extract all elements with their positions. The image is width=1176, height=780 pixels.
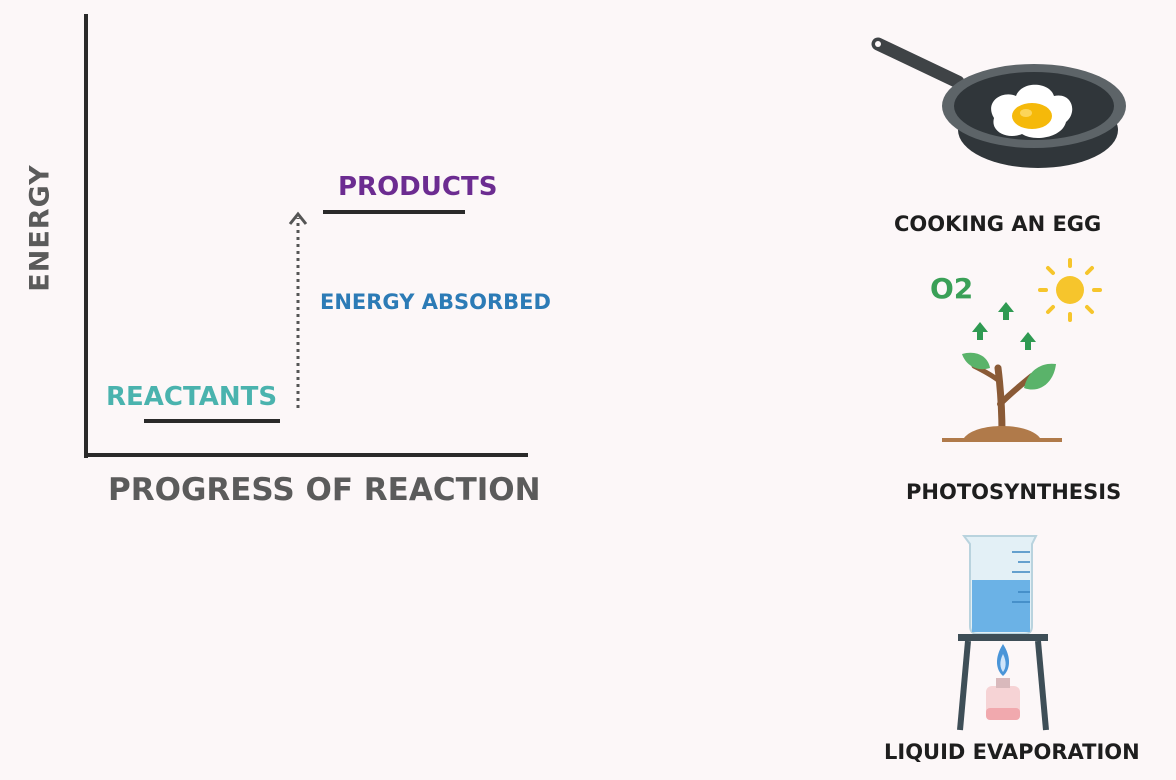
example-label-cooking-egg: COOKING AN EGG: [894, 212, 1102, 236]
reactants-level-line: [144, 419, 280, 423]
y-axis-label: ENERGY: [24, 164, 56, 292]
y-axis: [84, 14, 88, 458]
sun-icon: [1038, 258, 1102, 322]
x-axis-label: PROGRESS OF REACTION: [108, 472, 541, 508]
beaker-burner-icon: [957, 535, 1049, 731]
energy-absorbed-arrow: [288, 211, 308, 408]
products-label: PRODUCTS: [338, 172, 498, 202]
frying-pan-egg-icon: [871, 37, 1126, 168]
example-label-photosynthesis: PHOTOSYNTHESIS: [906, 480, 1122, 504]
example-label-liquid-evaporation: LIQUID EVAPORATION: [884, 740, 1140, 764]
reactants-label: REACTANTS: [106, 382, 278, 412]
x-axis: [84, 453, 528, 457]
products-level-line: [323, 210, 465, 214]
energy-absorbed-label: ENERGY ABSORBED: [320, 290, 551, 314]
up-arrows-icon: [972, 302, 1036, 350]
plant-sun-oxygen-icon: O2: [930, 258, 1102, 442]
oxygen-label: O2: [930, 272, 973, 305]
